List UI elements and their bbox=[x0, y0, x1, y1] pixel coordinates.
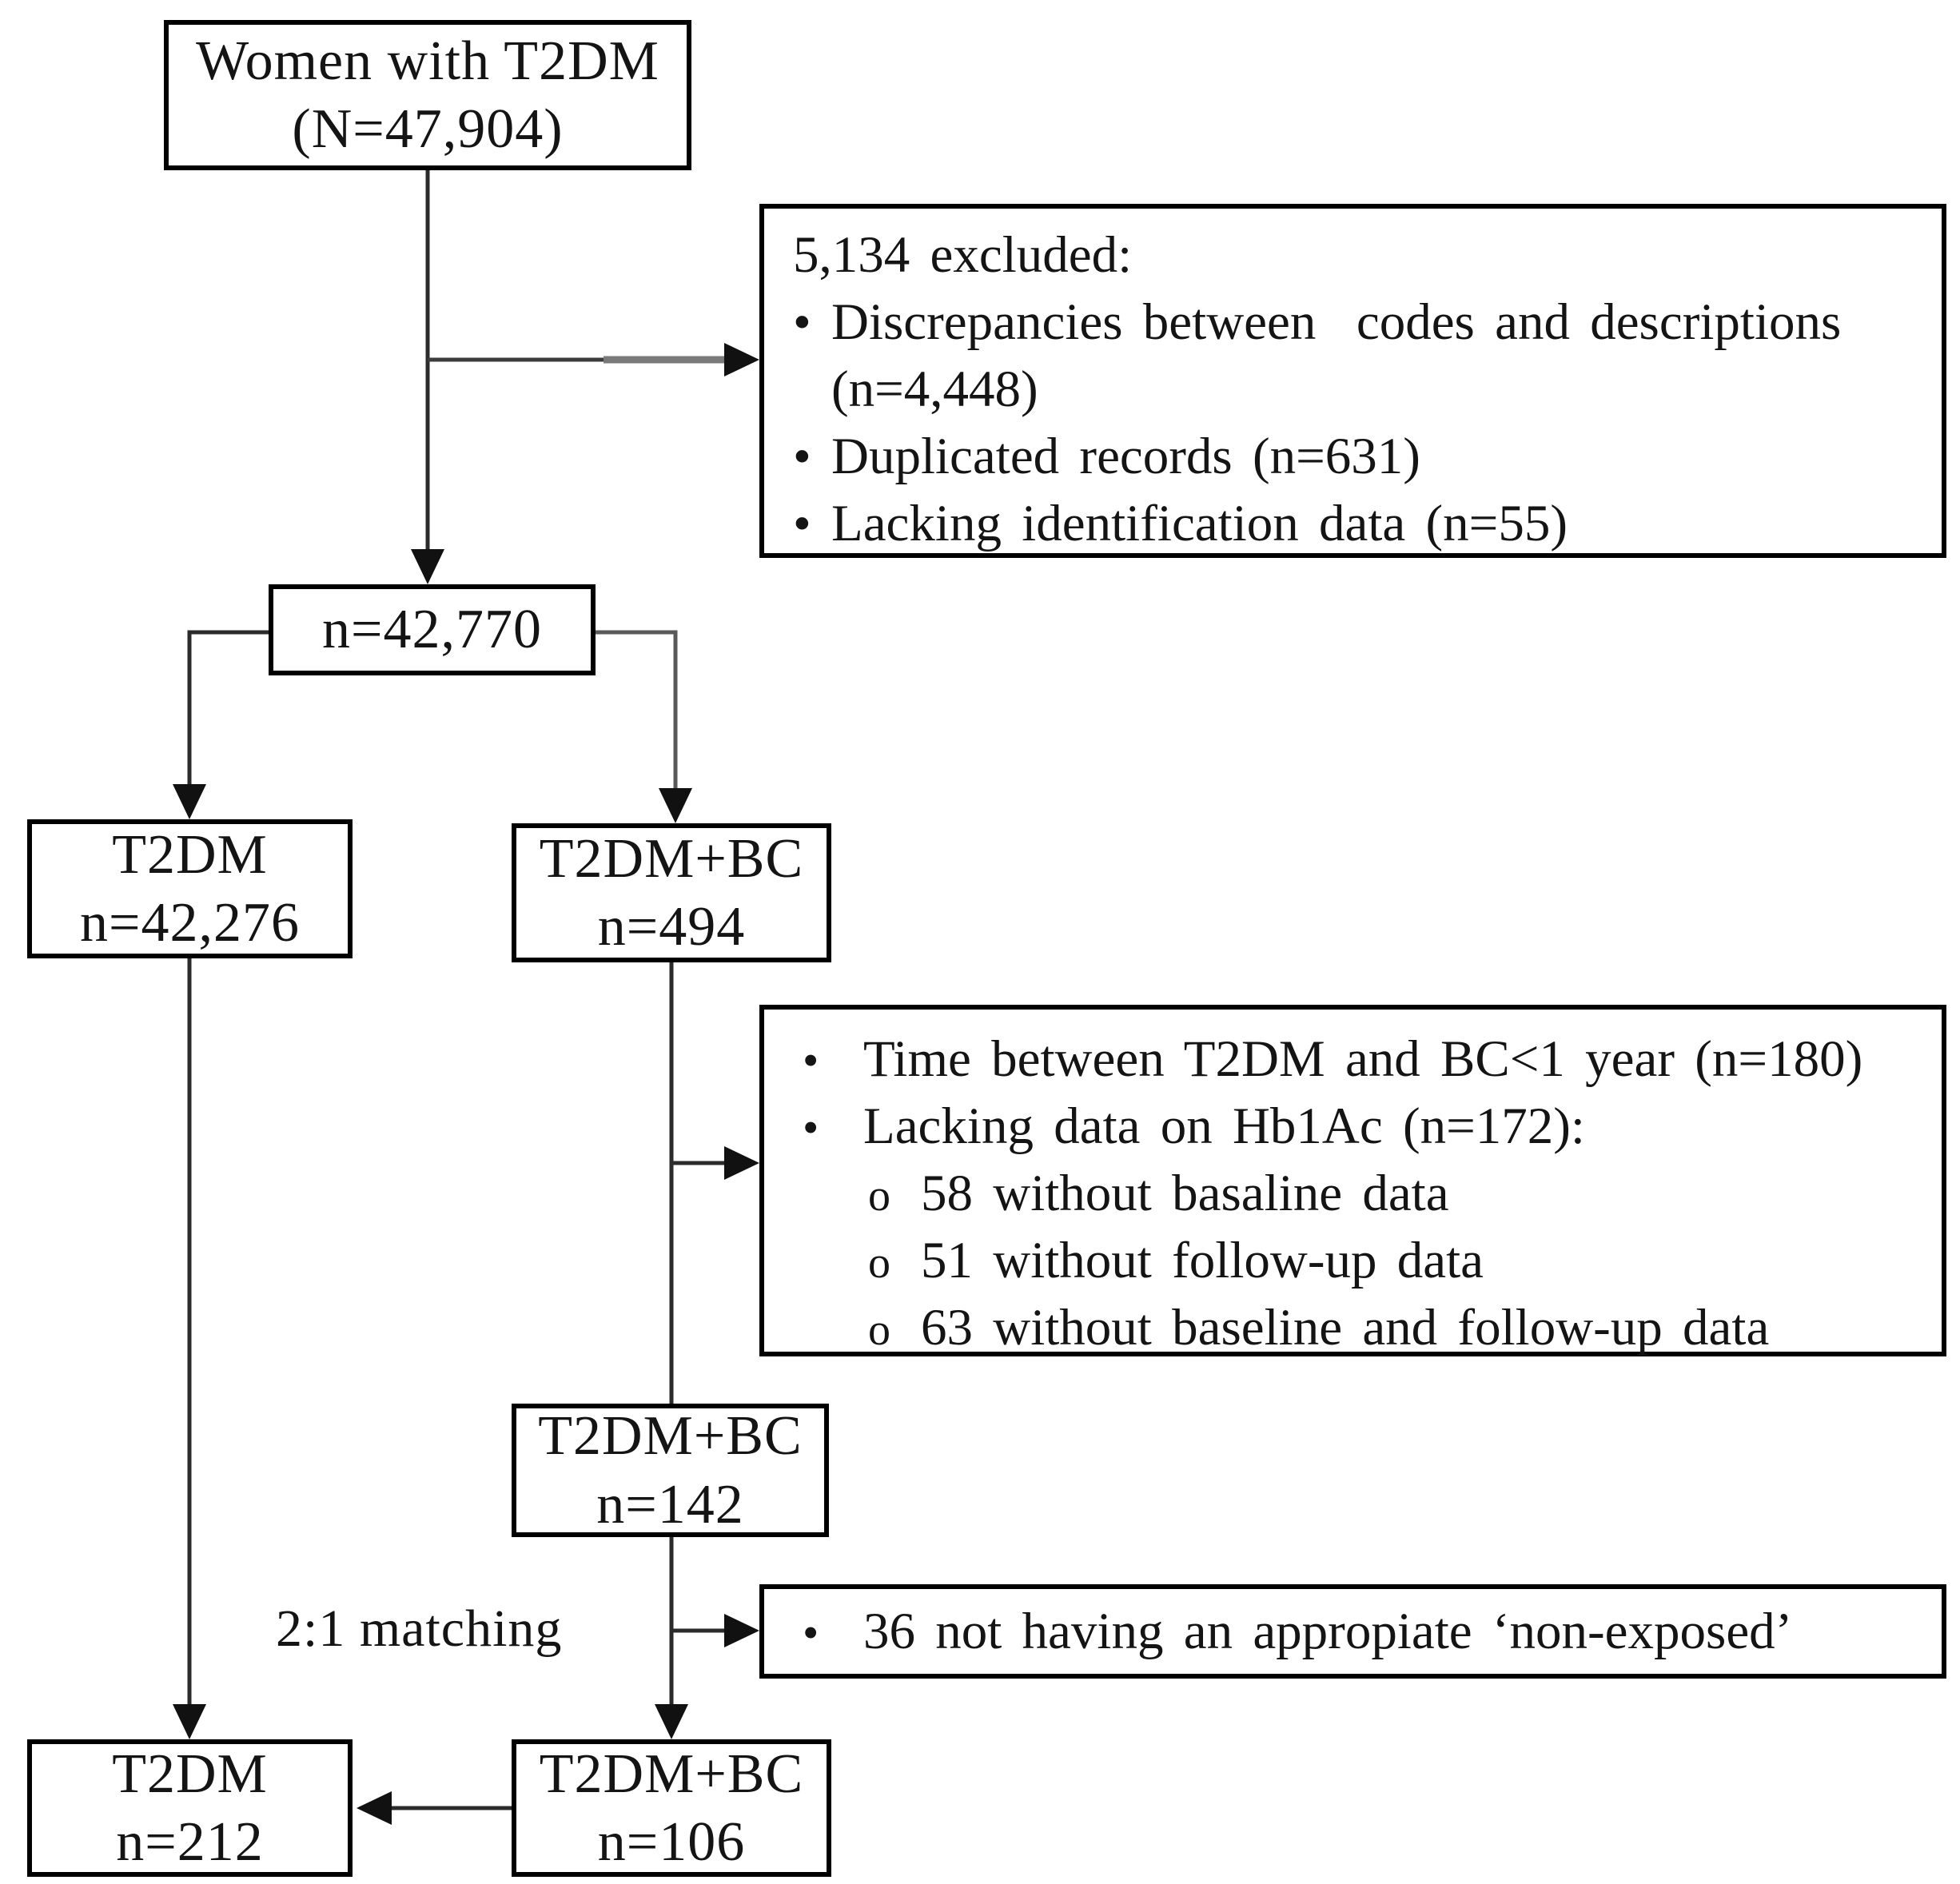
box-t2dmbc-matched-line1: T2DM+BC bbox=[539, 1743, 804, 1805]
bullet-icon: • bbox=[803, 1034, 819, 1086]
exclusion-top-item3: • Lacking identification data (n=55) bbox=[793, 490, 1922, 557]
exclusion-mid-item2-text: Lacking data on Hb1Ac (n=172): bbox=[863, 1097, 1585, 1155]
exclusion-mid-sub3: o 63 without baseline and follow-up data bbox=[868, 1294, 1922, 1361]
box-t2dm-matched-line2: n=212 bbox=[116, 1811, 264, 1873]
bullet-icon: • bbox=[793, 293, 811, 351]
exclusion-mid-item1: • Time between T2DM and BC<1 year (n=180… bbox=[803, 1026, 1922, 1093]
exclusion-top-title-text: 5,134 excluded: bbox=[793, 226, 1133, 284]
box-t2dmbc-eligible: T2DM+BC n=142 bbox=[512, 1404, 829, 1537]
box-t2dm-cohort: T2DM n=42,276 bbox=[27, 819, 353, 958]
bullet-icon: • bbox=[793, 428, 811, 485]
box-t2dm-cohort-line2: n=42,276 bbox=[80, 892, 300, 954]
circle-bullet-icon: o bbox=[868, 1171, 890, 1221]
box-women-line2: (N=47,904) bbox=[292, 98, 564, 160]
exclusion-mid-sub2-text: 51 without follow-up data bbox=[921, 1232, 1484, 1289]
bullet-icon: • bbox=[803, 1101, 819, 1153]
box-t2dmbc-matched: T2DM+BC n=106 bbox=[512, 1739, 831, 1877]
exclusion-mid-sub2: o 51 without follow-up data bbox=[868, 1227, 1922, 1294]
arrow-n42770-to-t2dmbc bbox=[596, 630, 692, 823]
circle-bullet-icon: o bbox=[868, 1305, 890, 1355]
exclusion-bottom-item1: • 36 not having an appropiate ‘non-expos… bbox=[803, 1600, 1792, 1663]
box-n42770: n=42,770 bbox=[269, 584, 596, 675]
box-t2dmbc-eligible-line2: n=142 bbox=[596, 1473, 744, 1535]
bullet-icon: • bbox=[793, 495, 811, 552]
exclusion-box-mid: • Time between T2DM and BC<1 year (n=180… bbox=[759, 1005, 1946, 1356]
bullet-icon: • bbox=[803, 1607, 819, 1659]
matching-label: 2:1 matching bbox=[276, 1599, 563, 1658]
arrow-eligible-to-matched bbox=[655, 1535, 688, 1739]
exclusion-top-item1: • Discrepancies between codes and descri… bbox=[793, 289, 1922, 356]
box-t2dmbc-matched-line2: n=106 bbox=[597, 1811, 746, 1873]
arrow-n42770-to-t2dm bbox=[173, 630, 269, 819]
exclusion-box-top: 5,134 excluded: • Discrepancies between … bbox=[759, 204, 1946, 558]
exclusion-mid-sub3-text: 63 without baseline and follow-up data bbox=[921, 1299, 1770, 1356]
box-t2dm-cohort-line1: T2DM bbox=[112, 823, 268, 886]
box-n42770-line1: n=42,770 bbox=[322, 599, 542, 661]
exclusion-top-item1-wrap: (n=4,448) bbox=[793, 356, 1922, 423]
arrow-women-to-n42770 bbox=[411, 169, 444, 584]
exclusion-top-item3-text: Lacking identification data (n=55) bbox=[831, 495, 1568, 552]
arrow-to-exclusion-bottom bbox=[671, 1614, 759, 1647]
arrow-t2dm-to-matched bbox=[173, 957, 206, 1739]
arrow-to-exclusion-mid bbox=[671, 1146, 759, 1180]
circle-bullet-icon: o bbox=[868, 1238, 890, 1288]
exclusion-top-item1-text: Discrepancies between codes and descript… bbox=[831, 293, 1842, 351]
box-t2dmbc-cohort: T2DM+BC n=494 bbox=[512, 823, 831, 962]
exclusion-top-title: 5,134 excluded: bbox=[793, 221, 1922, 289]
exclusion-bottom-item1-text: 36 not having an appropiate ‘non-exposed… bbox=[863, 1603, 1793, 1660]
box-t2dm-matched-line1: T2DM bbox=[112, 1743, 268, 1805]
box-t2dmbc-cohort-line1: T2DM+BC bbox=[539, 827, 804, 890]
exclusion-mid-item1-text: Time between T2DM and BC<1 year (n=180) bbox=[863, 1030, 1863, 1088]
exclusion-mid-sub1-text: 58 without basaline data bbox=[921, 1165, 1449, 1222]
box-t2dmbc-cohort-line2: n=494 bbox=[597, 896, 746, 958]
box-t2dm-matched: T2DM n=212 bbox=[27, 1739, 353, 1877]
exclusion-top-item2-text: Duplicated records (n=631) bbox=[831, 428, 1420, 485]
exclusion-top-item1-wrap-text: (n=4,448) bbox=[831, 360, 1038, 418]
arrow-matched-to-matched bbox=[357, 1791, 512, 1825]
exclusion-box-bottom: • 36 not having an appropiate ‘non-expos… bbox=[759, 1584, 1946, 1679]
exclusion-mid-sub1: o 58 without basaline data bbox=[868, 1160, 1922, 1227]
exclusion-mid-item2: • Lacking data on Hb1Ac (n=172): bbox=[803, 1093, 1922, 1160]
exclusion-top-item2: • Duplicated records (n=631) bbox=[793, 423, 1922, 490]
arrow-to-exclusion-top bbox=[428, 343, 759, 376]
box-women-line1: Women with T2DM bbox=[196, 30, 659, 92]
box-t2dmbc-eligible-line1: T2DM+BC bbox=[538, 1405, 803, 1468]
box-women-t2dm: Women with T2DM (N=47,904) bbox=[164, 20, 691, 170]
